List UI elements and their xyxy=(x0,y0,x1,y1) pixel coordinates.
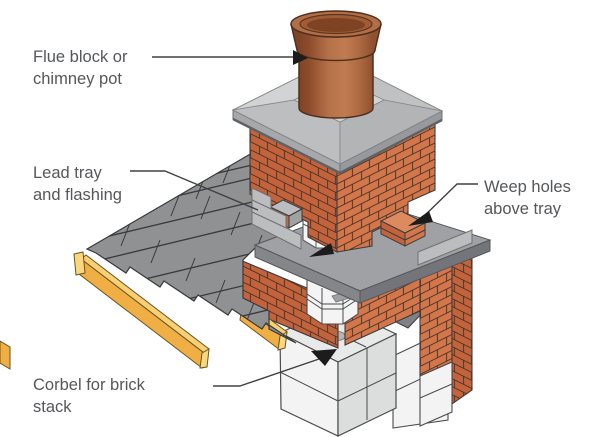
label-flue-block-line2: chimney pot xyxy=(33,70,122,88)
label-flue-block-line1: Flue block or xyxy=(33,48,128,66)
weep-leader-line xyxy=(418,183,478,222)
chimney-pot xyxy=(290,10,382,119)
weep-hole-brick-cluster xyxy=(379,210,427,247)
label-weep-holes-line1: Weep holes xyxy=(484,178,571,196)
upper-brick-stack xyxy=(249,121,436,253)
back-gutter-flashing xyxy=(417,229,473,266)
corbel-leader-line xyxy=(213,358,320,387)
rafter-long xyxy=(73,251,210,369)
label-lead-tray-line2: and flashing xyxy=(33,186,122,204)
corbel-arrowhead-icon xyxy=(311,349,337,366)
lead-tray-arrowhead-icon xyxy=(309,243,334,257)
rafter-end xyxy=(0,340,11,370)
label-lead-tray-line1: Lead tray xyxy=(33,164,103,182)
label-weep-holes-line2: above tray xyxy=(484,200,562,218)
labels: Flue block or chimney pot Lead tray and … xyxy=(33,48,571,416)
annotations xyxy=(130,50,478,387)
label-corbel-line1: Corbel for brick xyxy=(33,376,146,394)
label-corbel-line2: stack xyxy=(33,398,72,416)
step-flashing xyxy=(251,187,302,250)
weep-arrowhead-icon xyxy=(408,211,433,226)
lead-tray-leader-line xyxy=(130,170,259,211)
flue-arrowhead-icon xyxy=(293,50,308,65)
